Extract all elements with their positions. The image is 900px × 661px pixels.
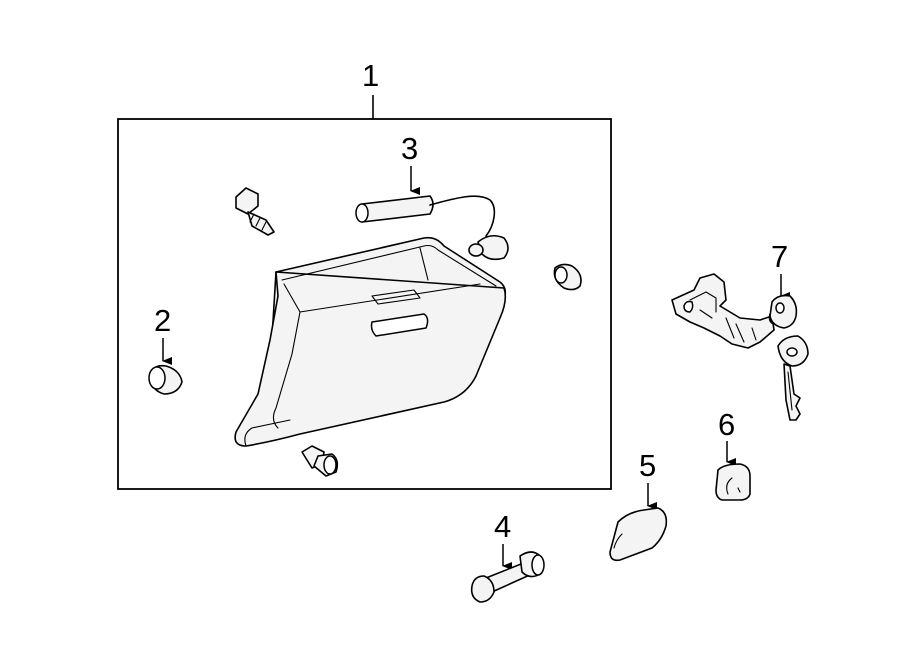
callout-7-label: 7 (771, 239, 788, 274)
glove-box (234, 236, 507, 447)
part-2-bumper: 2 (148, 303, 183, 395)
assembly-group-1: 1 (117, 58, 612, 490)
part-3-lamp: 3 (355, 131, 509, 261)
assembly-frame (117, 118, 612, 490)
bumper-right (553, 263, 582, 291)
part-4-pin: 4 (470, 509, 545, 603)
clip-lower (301, 445, 339, 477)
callout-1-label: 1 (362, 58, 379, 93)
part-6-cap: 6 (715, 407, 751, 501)
callout-2-label: 2 (154, 303, 171, 338)
screw-upper (235, 187, 275, 236)
callout-3-label: 3 (401, 131, 418, 166)
callout-6-label: 6 (718, 407, 735, 442)
part-7-lock: 7 (671, 239, 809, 421)
callout-5-label: 5 (639, 448, 656, 483)
callout-4-label: 4 (494, 509, 511, 544)
part-5-cover: 5 (609, 448, 668, 562)
